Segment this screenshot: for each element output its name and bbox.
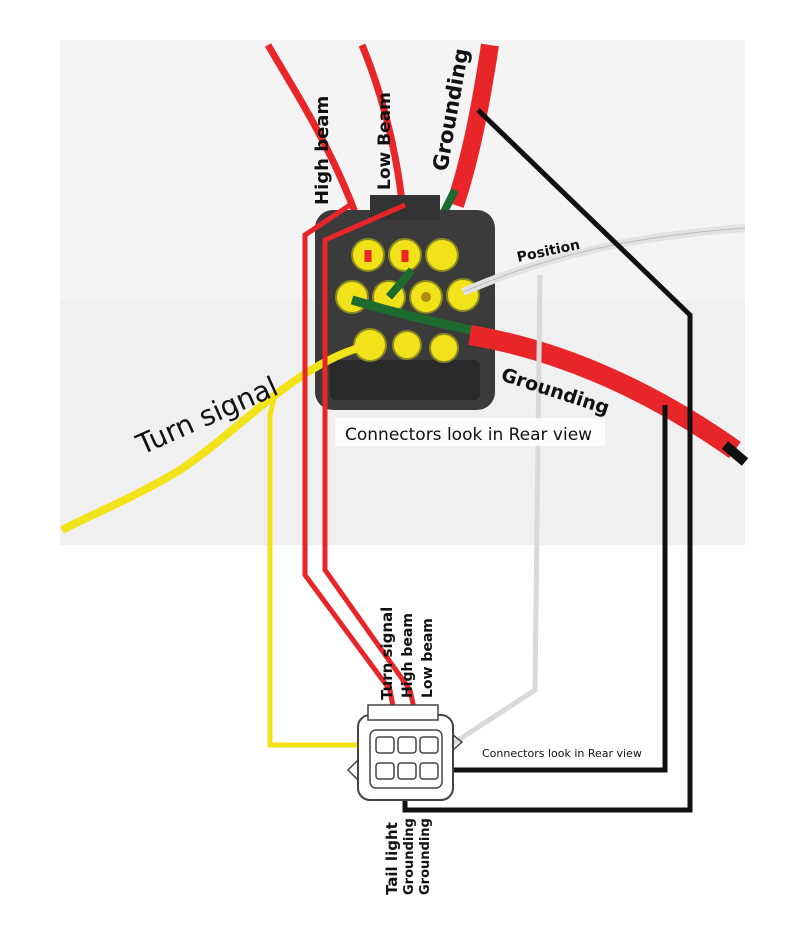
label-low-beam-small: Low beam: [420, 618, 436, 698]
label-connector-note-photo: Connectors look in Rear view: [345, 425, 592, 445]
label-high-beam: High beam: [312, 96, 333, 205]
label-grounding-small-2: Grounding: [418, 818, 433, 895]
label-grounding-small-1: Grounding: [402, 818, 417, 895]
label-turn-signal-small: Turn signal: [378, 607, 396, 700]
label-low-beam: Low Beam: [375, 92, 395, 190]
main-connector: [315, 195, 495, 410]
tail-connector: [346, 704, 464, 801]
label-tail-light: Tail light: [383, 822, 401, 895]
grounding-top-wire: [446, 43, 499, 208]
label-connector-note-small: Connectors look in Rear view: [482, 747, 642, 760]
grounding-right-wire: [468, 325, 741, 459]
turn-signal-wire: [60, 341, 371, 534]
label-high-beam-small: High beam: [400, 613, 416, 698]
